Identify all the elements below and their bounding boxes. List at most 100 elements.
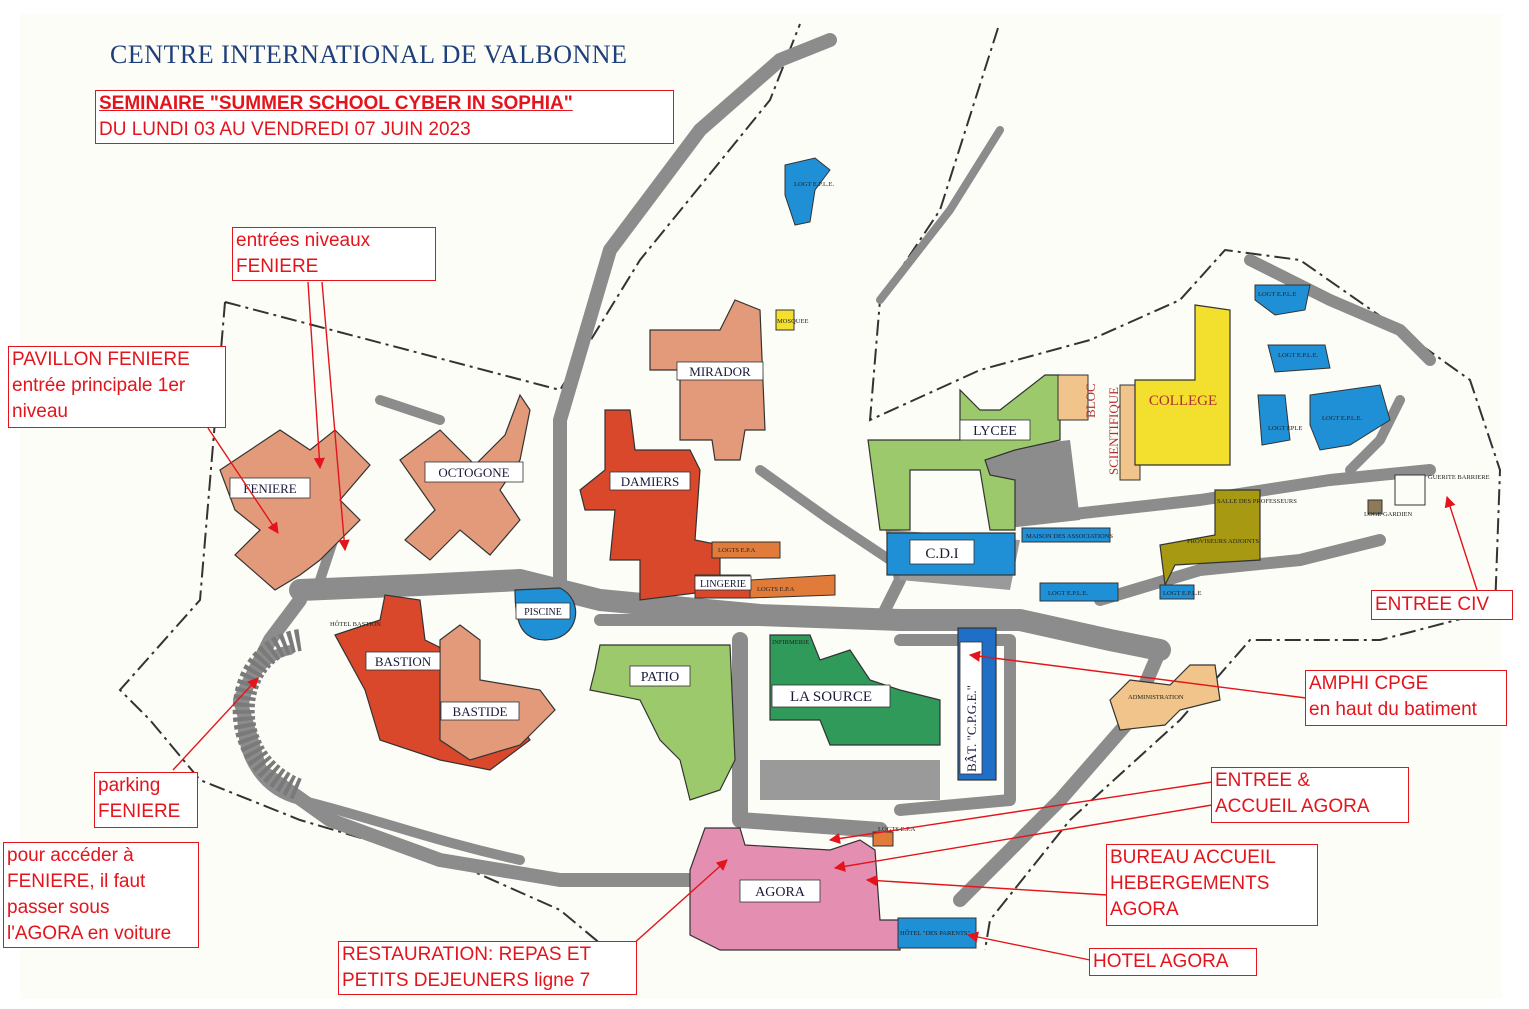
annotation-parking-feniere: parking FENIERE xyxy=(94,772,198,828)
label-la-source: LA SOURCE xyxy=(790,689,872,705)
label-logt-eple-4: LOGT EPLE xyxy=(1268,425,1302,432)
building-maison-associations xyxy=(1021,527,1111,543)
label-octogone: OCTOGONE xyxy=(438,465,509,480)
annotation-pavillon-feniere: PAVILLON FENIERE entrée principale 1er n… xyxy=(8,346,226,428)
building-labels: FENIERE OCTOGONE MIRADOR DAMIERS LOGTS E… xyxy=(229,181,1490,937)
annotation-line: AGORA xyxy=(1110,899,1179,920)
building-college xyxy=(1134,304,1231,466)
label-logt-eple-2: LOGT E.P.L.E. xyxy=(1278,352,1319,359)
event-name: SEMINAIRE "SUMMER SCHOOL CYBER IN SOPHIA… xyxy=(99,93,573,114)
label-proviseurs: PROVISEURS ADJOINTS xyxy=(1187,538,1259,545)
label-patio: PATIO xyxy=(641,670,679,685)
annotation-line: entrée principale 1er xyxy=(12,375,186,396)
label-loge: LOGE GARDIEN xyxy=(1364,511,1413,518)
annotation-restauration: RESTAURATION: REPAS ET PETITS DEJEUNERS … xyxy=(338,941,637,995)
event-banner: SEMINAIRE "SUMMER SCHOOL CYBER IN SOPHIA… xyxy=(95,90,674,144)
building-salle-professeurs xyxy=(1159,489,1261,588)
label-cpge: BÂT. "C.P.G.E." xyxy=(964,685,979,772)
building-logt-eple-4 xyxy=(1257,394,1291,446)
label-hotel-parents: HÔTEL "DES PARENTS" xyxy=(900,929,971,937)
label-scientifique: SCIENTIFIQUE xyxy=(1106,387,1121,475)
annotation-entree-accueil-agora: ENTREE & ACCUEIL AGORA xyxy=(1211,767,1409,823)
annotation-line: PETITS DEJEUNERS ligne 7 xyxy=(342,970,591,991)
building-damiers xyxy=(579,409,721,601)
event-dates: DU LUNDI 03 AU VENDREDI 07 JUIN 2023 xyxy=(99,119,471,140)
building-patio xyxy=(589,644,736,801)
annotation-entree-civ: ENTREE CIV xyxy=(1371,590,1513,620)
annotation-amphi-cpge: AMPHI CPGE en haut du batiment xyxy=(1305,670,1507,726)
road-network xyxy=(233,33,1436,907)
building-logt-eple-6 xyxy=(1159,584,1195,600)
annotation-line: ACCUEIL AGORA xyxy=(1215,796,1370,817)
building-mosquee xyxy=(775,309,795,331)
label-logt-eple-5: LOGT E.P.L.E. xyxy=(1048,590,1089,597)
annotation-line: en haut du batiment xyxy=(1309,699,1477,720)
label-logt-eple-3: LOGT E.P.L.E. xyxy=(1322,415,1363,422)
label-cdi: C.D.I xyxy=(925,546,958,562)
annotation-line: AMPHI CPGE xyxy=(1309,673,1429,694)
label-maison-associations: MAISON DES ASSOCIATIONS xyxy=(1026,533,1113,540)
label-lycee: LYCEE xyxy=(973,424,1017,439)
annotation-line: FENIERE, il faut xyxy=(7,871,146,892)
annotation-line: ENTREE CIV xyxy=(1375,594,1490,615)
building-logt-eple-3 xyxy=(1309,384,1391,451)
label-infirmerie: INFIRMERIE xyxy=(772,639,809,646)
annotation-line: RESTAURATION: REPAS ET xyxy=(342,944,592,965)
label-administration: ADMINISTRATION xyxy=(1128,694,1184,701)
label-feniere: FENIERE xyxy=(243,481,297,496)
building-logt-eple-5 xyxy=(1039,582,1119,602)
label-bloc: BLOC xyxy=(1083,383,1098,418)
annotation-line: pour accéder à xyxy=(7,845,134,866)
building-logt-eple-2 xyxy=(1267,344,1331,373)
label-college: COLLEGE xyxy=(1149,393,1217,409)
annotation-hotel-agora: HOTEL AGORA xyxy=(1089,948,1257,976)
label-logts-epa-2: LOGTS E.P.A xyxy=(757,586,795,593)
building-administration xyxy=(1109,664,1221,731)
annotation-line: BUREAU ACCUEIL xyxy=(1110,847,1276,868)
annotation-line: parking xyxy=(98,775,161,796)
building-logts-epa xyxy=(711,541,781,559)
grey-plot xyxy=(760,760,940,800)
annotation-line: entrées niveaux xyxy=(236,230,371,251)
label-hotel-bastion: HÔTEL BASTION xyxy=(330,620,381,628)
annotation-line: FENIERE xyxy=(236,256,319,277)
label-damiers: DAMIERS xyxy=(621,474,680,489)
label-lingerie: LINGERIE xyxy=(700,579,746,590)
map-title: CENTRE INTERNATIONAL DE VALBONNE xyxy=(110,40,628,69)
label-bastion: BASTION xyxy=(375,654,432,669)
building-logt-eple-1 xyxy=(1254,284,1311,316)
annotation-line: PAVILLON FENIERE xyxy=(12,349,190,370)
building-hotel-parents xyxy=(897,917,977,949)
label-piscine: PISCINE xyxy=(524,607,562,618)
building-loge xyxy=(1367,499,1383,515)
label-logt-eple-1: LOGT E.P.L.E xyxy=(1258,291,1297,298)
building-logts-epa-2 xyxy=(749,574,836,599)
annotation-arrows xyxy=(172,281,1478,961)
annotation-line: passer sous xyxy=(7,897,110,918)
annotation-acceder-feniere: pour accéder à FENIERE, il faut passer s… xyxy=(3,842,199,948)
annotation-line: HOTEL AGORA xyxy=(1093,951,1229,972)
label-logt-eple-6: LOGT E.P.L.E xyxy=(1163,590,1202,597)
building-lycee xyxy=(867,374,1061,531)
label-salle-prof: SALLE DES PROFESSEURS xyxy=(1217,498,1297,505)
building-logt-eple-top xyxy=(784,157,831,226)
annotation-line: HEBERGEMENTS xyxy=(1110,873,1270,894)
building-bloc-scientifique xyxy=(1057,374,1089,421)
annotation-line: l'AGORA en voiture xyxy=(7,923,172,944)
annotation-entrees-feniere: entrées niveaux FENIERE xyxy=(232,227,436,281)
annotation-bureau-accueil: BUREAU ACCUEIL HEBERGEMENTS AGORA xyxy=(1106,844,1318,926)
annotation-line: FENIERE xyxy=(98,801,181,822)
label-logts-epa: LOGTS E.P.A xyxy=(718,547,756,554)
building-logts-epa-agora xyxy=(872,831,894,847)
label-bastide: BASTIDE xyxy=(453,704,508,719)
label-logt-eple-top: LOGT E.P.L.E. xyxy=(794,181,835,188)
label-mirador: MIRADOR xyxy=(689,364,751,379)
building-guerite xyxy=(1394,474,1426,506)
label-agora: AGORA xyxy=(755,885,806,900)
annotation-line: niveau xyxy=(12,401,68,422)
label-guerite: GUERITE BARRIERE xyxy=(1428,474,1490,481)
annotation-line: ENTREE & xyxy=(1215,770,1311,791)
building-bastide xyxy=(439,624,556,761)
label-mosquee: MOSQUEE xyxy=(777,318,808,325)
